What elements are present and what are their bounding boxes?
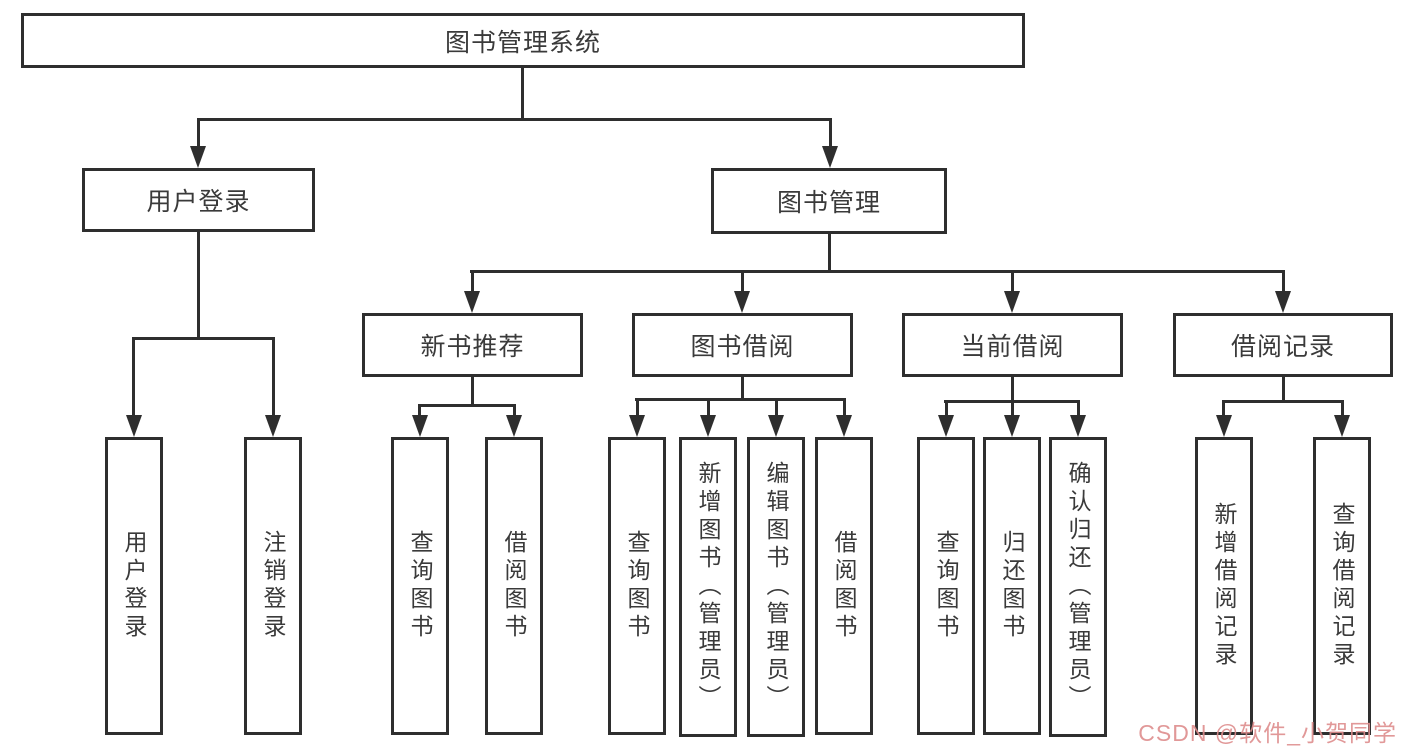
connector-line — [775, 398, 778, 417]
arrow-down-icon — [265, 415, 281, 437]
connector-line — [513, 404, 516, 419]
connector-line — [132, 337, 275, 340]
arrow-down-icon — [1004, 291, 1020, 313]
connector-line — [521, 68, 524, 118]
leaf-add-books-admin: 新增图书（管理员） — [679, 437, 737, 737]
arrow-down-icon — [768, 415, 784, 437]
leaf-borrow-books-recommend: 借阅图书 — [485, 437, 543, 735]
arrow-down-icon — [938, 415, 954, 437]
arrow-down-icon — [190, 146, 206, 168]
connector-line — [470, 270, 1285, 273]
connector-line — [418, 404, 421, 419]
connector-line — [635, 398, 846, 401]
connector-line — [471, 377, 474, 404]
connector-line — [1282, 270, 1285, 292]
arrow-down-icon — [1004, 415, 1020, 437]
leaf-borrow-books: 借阅图书 — [815, 437, 873, 735]
arrow-down-icon — [1334, 415, 1350, 437]
arrow-down-icon — [1216, 415, 1232, 437]
arrow-down-icon — [822, 146, 838, 168]
arrow-down-icon — [700, 415, 716, 437]
node-borrowing-records: 借阅记录 — [1173, 313, 1393, 377]
connector-line — [843, 398, 846, 417]
leaf-query-books-current: 查询图书 — [917, 437, 975, 735]
leaf-query-borrow-record: 查询借阅记录 — [1313, 437, 1371, 735]
arrow-down-icon — [1275, 291, 1291, 313]
arrow-down-icon — [629, 415, 645, 437]
leaf-logout: 注销登录 — [244, 437, 302, 735]
arrow-down-icon — [734, 291, 750, 313]
connector-line — [197, 232, 200, 337]
connector-line — [945, 400, 948, 417]
connector-line — [272, 337, 275, 415]
node-user-login: 用户登录 — [82, 168, 315, 232]
connector-line — [197, 118, 832, 121]
node-book-borrowing: 图书借阅 — [632, 313, 853, 377]
connector-line — [1077, 400, 1080, 417]
connector-line — [741, 270, 744, 292]
csdn-watermark: CSDN @软件_小贺同学 — [1138, 720, 1397, 746]
connector-line — [418, 404, 516, 407]
node-new-book-recommend: 新书推荐 — [362, 313, 583, 377]
connector-line — [471, 270, 474, 292]
node-library-management-system: 图书管理系统 — [21, 13, 1025, 68]
leaf-query-books-recommend: 查询图书 — [391, 437, 449, 735]
arrow-down-icon — [1070, 415, 1086, 437]
leaf-return-books: 归还图书 — [983, 437, 1041, 735]
connector-line — [1011, 377, 1014, 400]
connector-line — [741, 377, 744, 398]
leaf-edit-books-admin: 编辑图书（管理员） — [747, 437, 805, 737]
node-current-borrowing: 当前借阅 — [902, 313, 1123, 377]
node-book-management: 图书管理 — [711, 168, 947, 234]
connector-line — [1341, 400, 1344, 417]
connector-line — [1222, 400, 1344, 403]
arrow-down-icon — [464, 291, 480, 313]
connector-line — [197, 118, 200, 148]
connector-line — [636, 398, 639, 417]
leaf-confirm-return-admin: 确认归还（管理员） — [1049, 437, 1107, 737]
connector-line — [828, 234, 831, 270]
connector-line — [1011, 270, 1014, 292]
connector-line — [1011, 400, 1014, 417]
leaf-user-login: 用户登录 — [105, 437, 163, 735]
connector-line — [132, 337, 135, 415]
arrow-down-icon — [836, 415, 852, 437]
arrow-down-icon — [412, 415, 428, 437]
arrow-down-icon — [506, 415, 522, 437]
connector-line — [829, 118, 832, 148]
arrow-down-icon — [126, 415, 142, 437]
connector-line — [707, 398, 710, 417]
connector-line — [1222, 400, 1225, 417]
connector-line — [1282, 377, 1285, 400]
leaf-query-books-borrowing: 查询图书 — [608, 437, 666, 735]
leaf-add-borrow-record: 新增借阅记录 — [1195, 437, 1253, 735]
